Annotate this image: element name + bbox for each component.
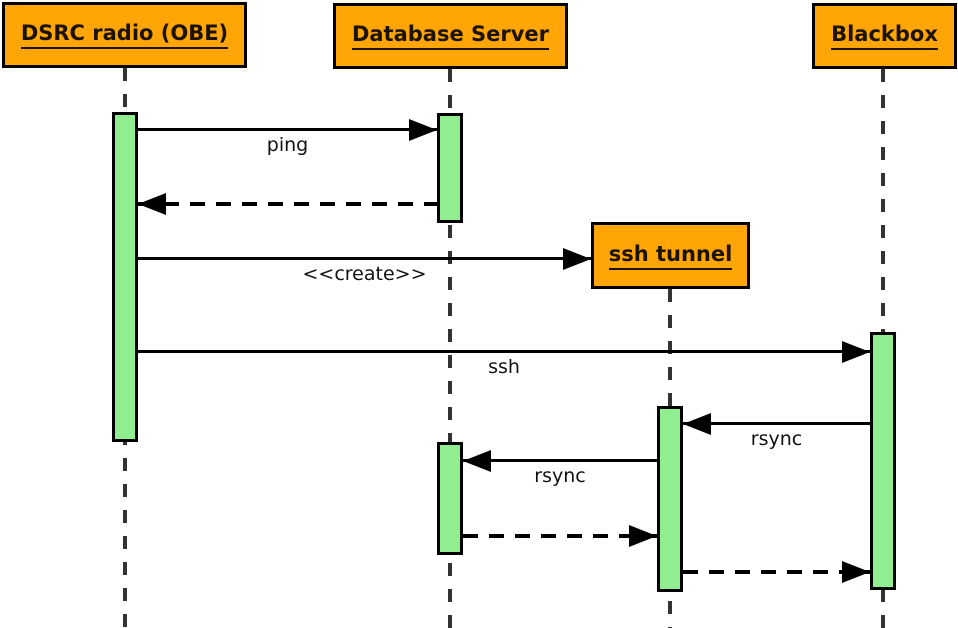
lifeline-database-server — [448, 69, 452, 628]
message-ping: ping — [138, 119, 437, 162]
message-label: rsync — [750, 428, 803, 450]
message-label: ssh — [488, 356, 520, 378]
message-line — [138, 128, 437, 131]
message-label: ping — [266, 134, 309, 156]
arrowhead-right-icon — [563, 248, 591, 270]
arrowhead-right-icon — [409, 119, 437, 141]
arrowhead-left-icon — [138, 193, 166, 215]
arrowhead-left-icon — [463, 450, 491, 472]
message-line-dashed — [683, 570, 870, 574]
activation-database-server-1 — [437, 113, 463, 223]
message-return-tunnel-to-blackbox — [683, 561, 870, 604]
actor-box-dsrc-radio-obe: DSRC radio (OBE) — [2, 2, 247, 68]
message-return-db-to-tunnel — [463, 525, 657, 568]
message-rsync-blackbox-to-tunnel: rsync — [683, 413, 870, 456]
actor-label: DSRC radio (OBE) — [20, 21, 229, 49]
actor-box-ssh-tunnel: ssh tunnel — [591, 222, 750, 289]
actor-box-blackbox: Blackbox — [812, 3, 957, 69]
arrowhead-right-icon — [842, 561, 870, 583]
actor-box-database-server: Database Server — [333, 3, 568, 69]
message-line — [463, 459, 657, 462]
arrowhead-left-icon — [683, 413, 711, 435]
message-ssh: ssh — [138, 341, 870, 384]
actor-label: Blackbox — [831, 22, 938, 50]
message-label: rsync — [534, 465, 586, 487]
activation-blackbox — [870, 332, 896, 590]
actor-label: ssh tunnel — [608, 242, 733, 270]
message-line-dashed — [138, 202, 437, 206]
arrowhead-right-icon — [629, 525, 657, 547]
activation-ssh-tunnel — [657, 406, 683, 592]
arrowhead-right-icon — [842, 341, 870, 363]
message-return-db-to-dsrc — [138, 193, 437, 236]
message-line — [138, 350, 870, 353]
activation-database-server-2 — [437, 442, 463, 555]
message-line-dashed — [463, 534, 657, 538]
message-line — [138, 257, 591, 260]
actor-label: Database Server — [351, 22, 550, 50]
message-rsync-tunnel-to-db: rsync — [463, 450, 657, 493]
message-create-ssh-tunnel: <<create>> — [138, 248, 591, 291]
message-line — [683, 422, 870, 425]
activation-dsrc-radio-obe — [112, 112, 138, 442]
message-label: <<create>> — [302, 263, 427, 285]
